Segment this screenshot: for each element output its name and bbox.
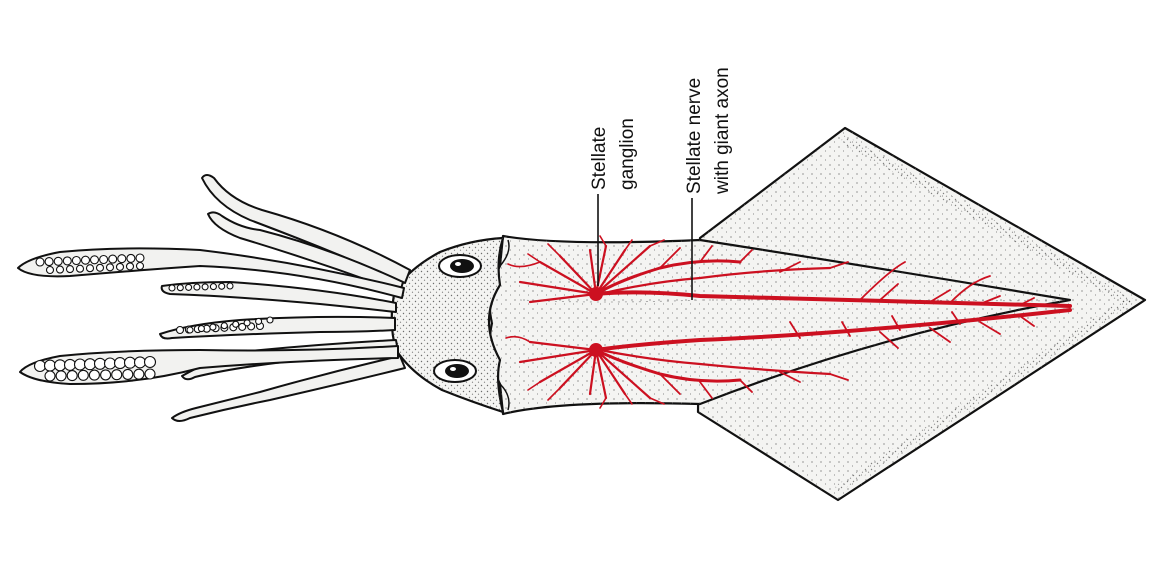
label-stellate-ganglion: Stellate ganglion [589,118,638,190]
label-ganglion-line2: ganglion [617,118,638,190]
nerve-branch [659,245,849,273]
sucker [232,320,240,328]
sucker [88,369,100,381]
sucker [209,323,217,331]
sucker [45,265,55,275]
nerve-branch [527,381,665,409]
sucker [168,284,176,292]
nerve-branch [789,311,961,339]
stellate-ganglion-upper [589,287,603,301]
sucker [175,325,185,335]
sucker [65,265,75,274]
sucker [197,325,205,333]
nerve-branch [594,290,1072,308]
sucker [176,284,184,292]
sucker [186,326,194,334]
sucker [220,322,228,330]
sucker [125,262,135,271]
sucker [99,254,109,265]
nerve-branch [527,235,665,263]
sucker [238,322,247,331]
sucker [71,255,81,266]
sucker [201,283,209,291]
sucker [105,263,115,272]
sucker [108,254,118,264]
sucker [144,368,156,380]
sucker [43,359,57,372]
nerve-branch [518,340,598,390]
sucker [85,264,95,273]
sucker [113,357,127,370]
nerve-branch [659,371,849,399]
mantle [488,234,1072,416]
stellate-nerves [505,235,1072,409]
sucker [75,264,85,273]
nerve-branch [598,348,832,376]
sucker [55,370,67,382]
sucker [185,283,193,291]
sucker [255,317,263,325]
sucker [126,253,136,263]
sucker [35,257,45,267]
sucker [243,319,251,327]
nerve-branch [588,244,652,296]
sucker [66,370,78,382]
sucker [80,255,91,265]
sucker [89,255,100,265]
stellate-ganglion-lower [589,343,603,357]
sucker [143,355,157,369]
sucker [44,257,54,267]
eye-upper [438,254,482,278]
sucker [226,282,234,290]
sucker [63,358,77,371]
sucker [117,254,127,264]
sucker [100,369,112,381]
sucker [103,357,117,370]
sucker [62,256,72,266]
sucker [266,316,274,324]
sucker [135,261,145,271]
arms [17,174,411,422]
sucker [209,283,217,291]
suckers [33,253,274,382]
eye-lower [433,359,477,383]
nerve-branch [505,261,541,343]
sucker [44,370,56,382]
sucker [111,369,123,381]
sucker [133,368,145,380]
label-stellate-nerve: Stellate nerve with giant axon [684,67,733,195]
nerve-branch [598,266,832,296]
label-nerve-line1: Stellate nerve [684,78,705,194]
sucker [53,359,67,372]
nerve-branch [879,315,1035,349]
nerve-branch [879,283,1035,306]
sucker [53,256,63,266]
sucker [77,369,89,381]
sucker [135,253,145,263]
sucker [115,262,125,271]
sucker [218,282,226,290]
sucker [95,263,105,272]
sucker [193,283,201,291]
nerve-branch [518,254,598,304]
nerve-branch [594,308,1072,352]
nerve-branch [588,348,652,400]
sucker [123,356,137,369]
sucker [55,265,65,274]
label-ganglion-line1: Stellate [589,127,610,190]
sucker [133,356,147,369]
label-nerve-line2: with giant axon [712,67,733,195]
sucker [122,368,134,380]
sucker [83,358,97,371]
sucker [73,358,87,371]
sucker [33,359,47,373]
sucker [93,357,107,370]
nerve-branch [859,261,991,304]
